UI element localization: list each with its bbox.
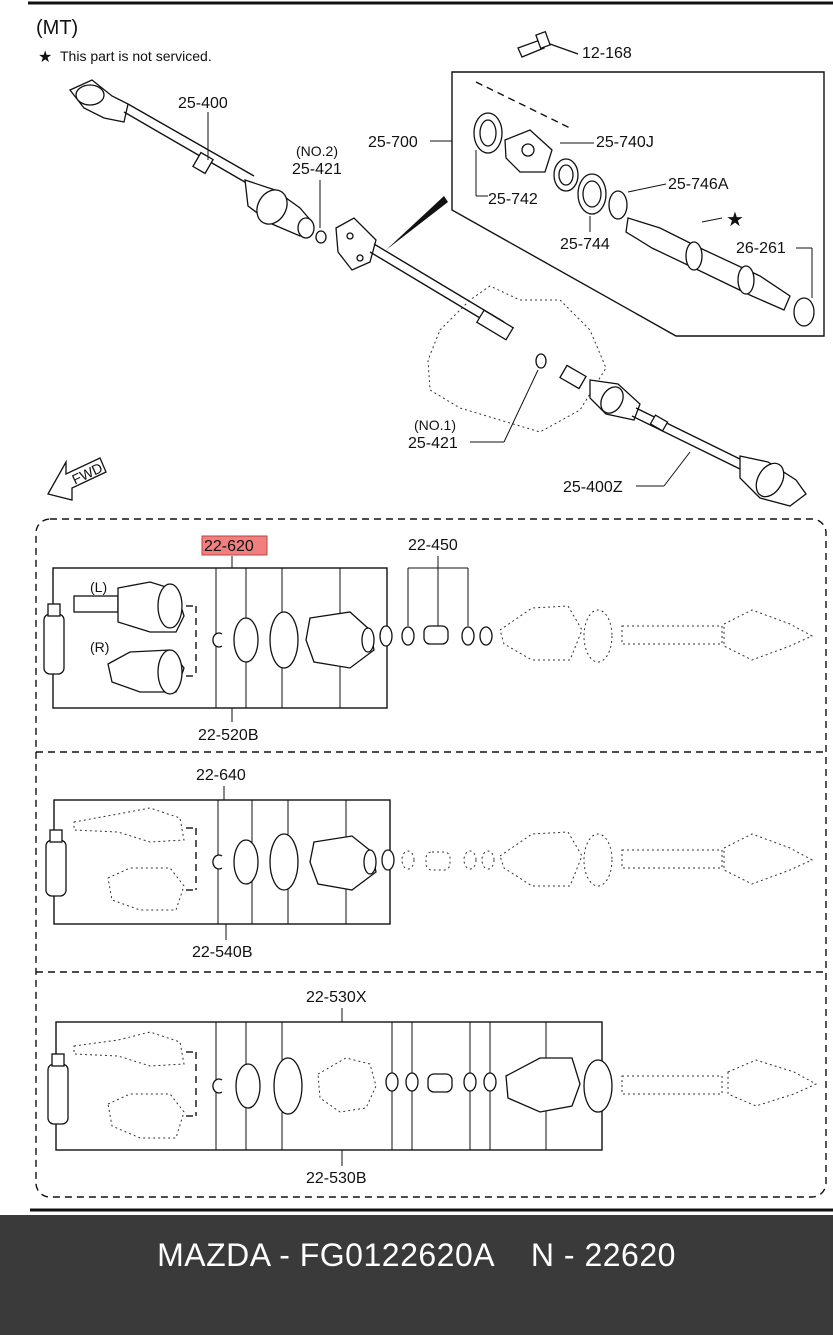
- fwd-arrow-icon: FWD: [47, 457, 107, 501]
- kit-parts-row2: [45, 807, 814, 911]
- fwd-label: FWD: [69, 459, 105, 487]
- parts-diagram: (MT) ★ This part is not serviced. 12-168…: [28, 1, 833, 1212]
- label-25-740j: 25-740J: [596, 134, 654, 151]
- kit-frame: [35, 518, 827, 1198]
- label-no2: (NO.2): [296, 143, 338, 159]
- highlight-22-620: [201, 535, 268, 556]
- footer-bar: MAZDA - FG0122620A N - 22620: [0, 1215, 833, 1335]
- drive-shaft-25-400z: [559, 364, 807, 507]
- label-25-746a: 25-746A: [668, 176, 729, 193]
- label-22-620: 22-620: [204, 538, 254, 555]
- kit-parts-row1: [43, 581, 814, 695]
- circlip-no1: [535, 353, 547, 369]
- label-left: (L): [90, 579, 107, 595]
- label-22-530b: 22-530B: [306, 1170, 367, 1187]
- callout-wedge: [386, 196, 448, 250]
- label-26-261: 26-261: [736, 240, 786, 257]
- label-25-400z: 25-400Z: [563, 479, 623, 496]
- star-icon: ★: [38, 49, 52, 66]
- bolt-12-168: [517, 30, 579, 58]
- variant-label: (MT): [36, 17, 78, 39]
- label-22-530x: 22-530X: [306, 989, 367, 1006]
- label-25-421-a: 25-421: [292, 161, 342, 178]
- transmission-outline: [427, 285, 607, 433]
- label-no1: (NO.1): [414, 417, 456, 433]
- label-12-168: 12-168: [582, 45, 632, 62]
- kit-parts-row3: [47, 1031, 818, 1139]
- label-25-742: 25-742: [488, 191, 538, 208]
- label-22-450: 22-450: [408, 537, 458, 554]
- footer-brand: MAZDA: [157, 1237, 270, 1273]
- label-22-520b: 22-520B: [198, 727, 259, 744]
- label-25-400: 25-400: [178, 95, 228, 112]
- circlip-no2: [315, 230, 327, 244]
- detail-box: [451, 71, 825, 337]
- note-text: This part is not serviced.: [60, 48, 212, 64]
- footer-caption: MAZDA - FG0122620A N - 22620: [157, 1237, 676, 1273]
- label-25-421-b: 25-421: [408, 435, 458, 452]
- label-right: (R): [90, 639, 109, 655]
- star-icon-detail: ★: [726, 209, 744, 231]
- detail-parts: [473, 112, 815, 327]
- footer-catalog-code: N - 22620: [530, 1237, 676, 1273]
- bearing-support: [335, 217, 515, 341]
- label-22-640: 22-640: [196, 767, 246, 784]
- footer-part-number: FG0122620A: [299, 1237, 494, 1273]
- label-22-540b: 22-540B: [192, 944, 253, 961]
- label-25-700: 25-700: [368, 134, 418, 151]
- label-25-744: 25-744: [560, 236, 610, 253]
